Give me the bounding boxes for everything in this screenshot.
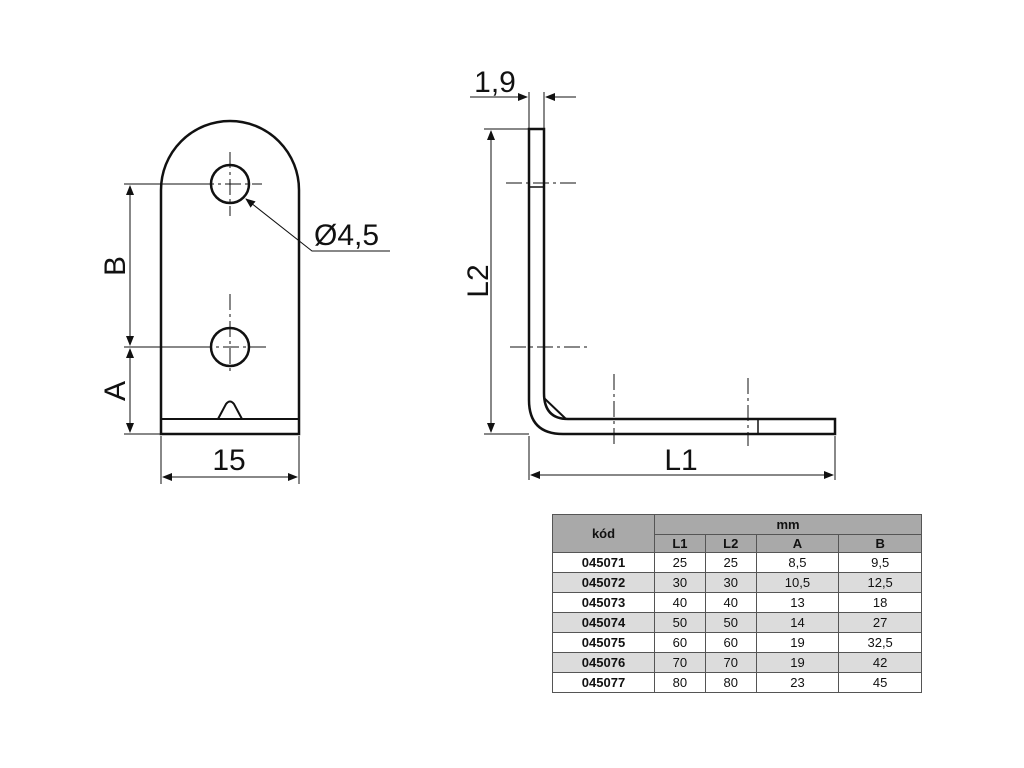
length-label: L1 — [664, 444, 697, 477]
table-cell: 23 — [755, 672, 840, 693]
table-cell: 13 — [755, 592, 840, 613]
table-cell: 60 — [654, 632, 706, 653]
table-cell: 80 — [704, 672, 757, 693]
table-cell: 12,5 — [838, 572, 922, 593]
table-cell: 10,5 — [755, 572, 840, 593]
table-cell: 32,5 — [838, 632, 922, 653]
code-header: kód — [552, 514, 655, 553]
table-cell: 14 — [755, 612, 840, 633]
table-cell: 9,5 — [838, 552, 922, 573]
table-cell-code: 045071 — [552, 552, 655, 573]
spec-table: kód mm L1 L2 A B 045071 25 25 8,5 9,5 04… — [552, 514, 922, 693]
table-cell: 60 — [704, 632, 757, 653]
hole-leader — [245, 198, 390, 252]
table-cell: 70 — [704, 652, 757, 673]
table-row: 045072 30 30 10,5 12,5 — [552, 572, 922, 593]
table-cell: 50 — [654, 612, 706, 633]
dim-b-label: B — [99, 256, 132, 276]
table-cell: 40 — [654, 592, 706, 613]
table-cell: 18 — [838, 592, 922, 613]
width-label: 15 — [212, 444, 245, 477]
table-cell: 70 — [654, 652, 706, 673]
table-row: 045071 25 25 8,5 9,5 — [552, 552, 922, 573]
table-cell: 25 — [654, 552, 706, 573]
front-view — [124, 119, 390, 484]
table-row: 045077 80 80 23 45 — [552, 672, 922, 693]
table-row: 045076 70 70 19 42 — [552, 652, 922, 673]
table-cell-code: 045073 — [552, 592, 655, 613]
front-extension-lines — [124, 183, 300, 484]
side-profile-outline — [527, 127, 837, 436]
table-cell: 40 — [704, 592, 757, 613]
table-cell-code: 045075 — [552, 632, 655, 653]
table-cell: 30 — [704, 572, 757, 593]
column-header-b: B — [838, 534, 922, 553]
table-cell: 19 — [755, 652, 840, 673]
table-cell: 45 — [838, 672, 922, 693]
notch — [217, 400, 243, 420]
table-cell: 80 — [654, 672, 706, 693]
unit-header: mm — [654, 514, 922, 535]
height-label: L2 — [462, 264, 495, 297]
table-row: 045074 50 50 14 27 — [552, 612, 922, 633]
table-cell: 27 — [838, 612, 922, 633]
table-cell: 30 — [654, 572, 706, 593]
hole-diameter-label: Ø4,5 — [314, 219, 379, 252]
table-cell-code: 045074 — [552, 612, 655, 633]
table-row: 045075 60 60 19 32,5 — [552, 632, 922, 653]
column-header-l1: L1 — [654, 534, 706, 553]
column-header-l2: L2 — [704, 534, 757, 553]
side-centerlines — [506, 182, 749, 446]
table-cell: 8,5 — [755, 552, 840, 573]
table-cell-code: 045076 — [552, 652, 655, 673]
side-extension-lines — [484, 92, 836, 480]
side-view — [470, 92, 837, 480]
table-cell: 50 — [704, 612, 757, 633]
table-cell-code: 045072 — [552, 572, 655, 593]
table-cell: 25 — [704, 552, 757, 573]
column-header-a: A — [755, 534, 840, 553]
table-cell: 19 — [755, 632, 840, 653]
side-bend-line — [543, 397, 567, 420]
table-cell-code: 045077 — [552, 672, 655, 693]
front-plate-outline — [159, 119, 301, 436]
thickness-label: 1,9 — [474, 66, 516, 99]
dim-a-label: A — [99, 381, 132, 401]
table-cell: 42 — [838, 652, 922, 673]
table-row: 045073 40 40 13 18 — [552, 592, 922, 613]
front-centerlines — [196, 152, 270, 372]
